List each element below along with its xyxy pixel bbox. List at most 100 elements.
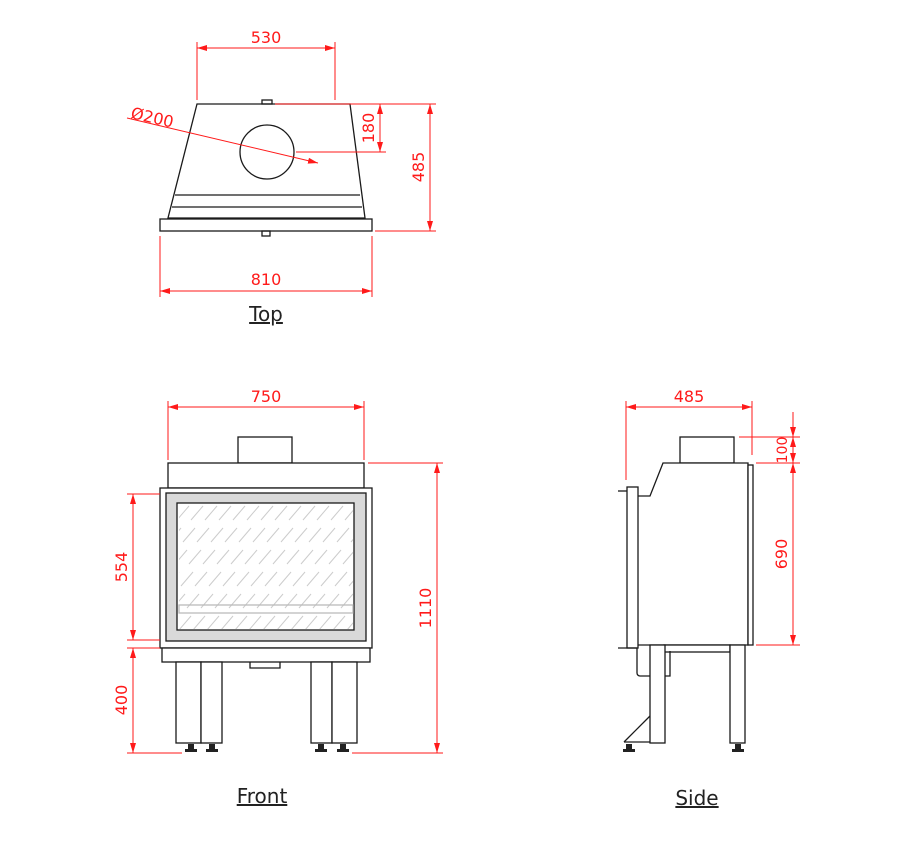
glass-hatch-line (232, 505, 246, 521)
glass-hatch-line (316, 505, 330, 521)
glass-hatch-line (193, 615, 206, 629)
glass-hatch-line (242, 593, 256, 609)
glass-hatch-line (457, 506, 469, 520)
glass-hatch-line (264, 571, 278, 587)
glass-hatch-line (401, 506, 413, 520)
glass-hatch-line (449, 528, 461, 542)
glass-hatch-line (306, 571, 320, 587)
glass-hatch-line (218, 505, 232, 521)
glass-hatch-line (258, 549, 272, 565)
glass-hatch-line (308, 527, 322, 543)
glass-hatch-line (294, 527, 308, 543)
glass-hatch-line (53, 616, 65, 630)
glass-hatch-line (235, 615, 248, 629)
glass-hatch-line (278, 571, 292, 587)
glass-hatch-line (305, 615, 318, 629)
glass-hatch-line (149, 506, 161, 520)
dim-leg-height: 400 (112, 685, 131, 716)
glass-hatch-line (291, 615, 304, 629)
glass-hatch-line (463, 528, 475, 542)
glass-hatch-line (238, 527, 252, 543)
glass-hatch-line (375, 616, 387, 630)
dim-body-height: 690 (772, 539, 791, 570)
glass-hatch-line (249, 615, 262, 629)
glass-hatch-line (83, 572, 95, 586)
glass-hatch-line (437, 484, 449, 498)
glass-hatch-line (298, 593, 312, 609)
glass-hatch-line (210, 527, 224, 543)
top-body-outline (167, 103, 366, 219)
glass-hatch-line (334, 571, 348, 587)
glass-hatch-line (67, 616, 79, 630)
glass-hatch-line (224, 527, 238, 543)
glass-hatch-line (180, 571, 194, 587)
side-body (636, 462, 749, 646)
glass-hatch-line (236, 571, 250, 587)
glass-hatch-line (371, 550, 383, 564)
glass-hatch-line (319, 615, 332, 629)
top-view: 530 Ø200 180 485 810 Top (126, 28, 436, 326)
glass-hatch-line (322, 527, 336, 543)
side-view: 485 100 690 Side (618, 387, 800, 810)
glass-hatch-line (190, 505, 204, 521)
side-flue (679, 436, 735, 464)
glass-hatch-line (429, 506, 441, 520)
glass-hatch-line (286, 549, 300, 565)
glass-hatch-line (266, 527, 280, 543)
glass-hatch-line (39, 616, 51, 630)
glass-hatch-line (182, 527, 196, 543)
glass-hatch-line (221, 615, 234, 629)
glass-hatch-line (441, 550, 453, 564)
glass-hatch-line (230, 549, 244, 565)
side-door (626, 486, 639, 649)
glass-hatch-line (405, 572, 417, 586)
glass-hatch-line (344, 509, 353, 521)
flue-outlet-circle (239, 124, 295, 180)
glass-hatch-line (204, 505, 218, 521)
glass-hatch-line (421, 528, 433, 542)
glass-hatch-line (326, 593, 340, 609)
glass-hatch-line (252, 527, 266, 543)
glass-hatch-line (137, 616, 149, 630)
top-plate (159, 218, 373, 232)
glass-hatch-line (409, 484, 421, 498)
glass-hatch-line (314, 549, 328, 565)
glass-hatch-line (202, 549, 216, 565)
glass-hatch-line (109, 616, 121, 630)
glass-hatch-line (385, 550, 397, 564)
glass-hatch-line (391, 572, 403, 586)
glass-hatch-line (272, 549, 286, 565)
glass-hatch-line (393, 528, 405, 542)
glass-hatch-line (377, 572, 389, 586)
front-flue (237, 436, 293, 464)
glass-hatch-line (103, 594, 115, 608)
glass-hatch-line (280, 527, 294, 543)
glass-hatch-line (228, 593, 242, 609)
glass-hatch-line (485, 506, 497, 520)
glass-hatch-line (465, 484, 477, 498)
glass-hatch-line (284, 593, 298, 609)
glass-hatch-line (246, 505, 260, 521)
glass-hatch-line (328, 549, 342, 565)
glass-hatch-line (415, 506, 427, 520)
dim-flue-offset: 180 (359, 113, 378, 144)
glass-hatch-line (340, 593, 353, 609)
glass-hatch-line (292, 571, 306, 587)
glass-hatch-line (413, 550, 425, 564)
glass-hatch-line (133, 550, 145, 564)
glass-hatch-line (493, 484, 505, 498)
glass-hatch-line (139, 572, 151, 586)
glass-hatch (39, 484, 505, 630)
glass-hatch-line (147, 550, 159, 564)
front-feet (185, 744, 349, 752)
glass-hatch-line (471, 506, 483, 520)
glass-hatch-line (81, 616, 93, 630)
glass-hatch-line (381, 484, 393, 498)
dim-flue-diameter: Ø200 (129, 103, 175, 131)
glass-hatch-line (179, 549, 188, 561)
glass-hatch-line (270, 593, 284, 609)
glass-hatch-line (256, 593, 270, 609)
glass-hatch-line (97, 572, 109, 586)
glass-hatch-line (208, 571, 222, 587)
glass-hatch-line (263, 615, 276, 629)
